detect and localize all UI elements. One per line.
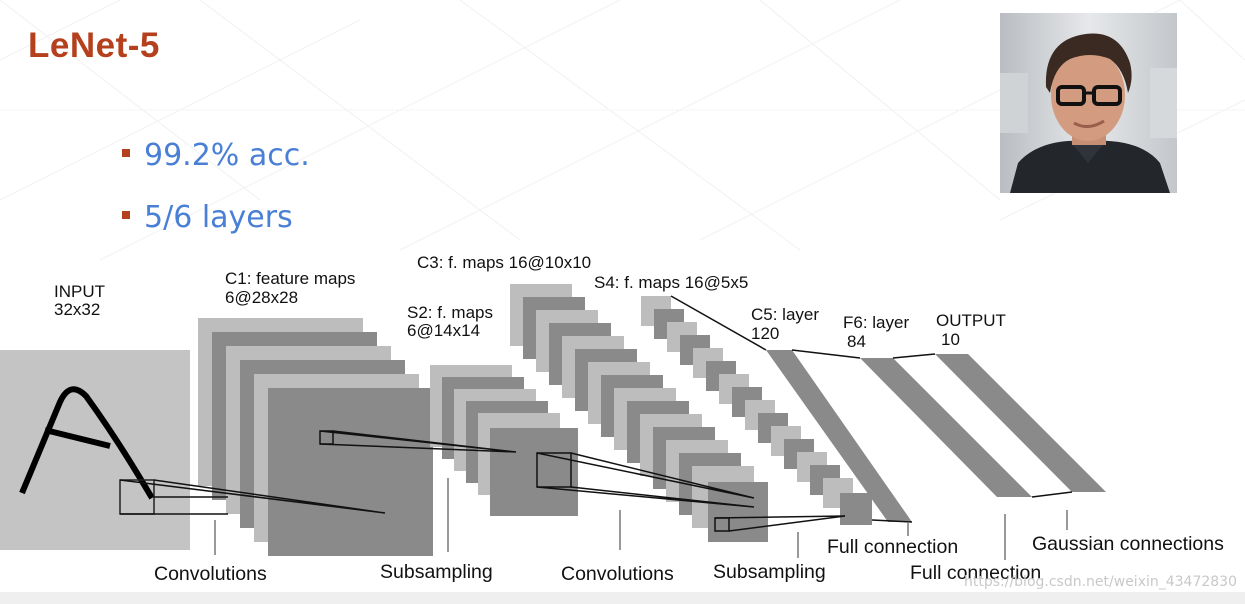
slide-title: LeNet-5 <box>28 26 160 65</box>
connection-lines <box>119 295 1073 532</box>
c3-feature-maps <box>510 284 768 542</box>
footer-band <box>0 592 1245 604</box>
op-label-convolutions-1: Convolutions <box>154 563 267 585</box>
op-label-full-connection-2: Full connection <box>910 562 1041 584</box>
s4-feature-maps <box>641 296 872 525</box>
c5-layer-bar <box>766 350 912 522</box>
layer-label-f6-size: 84 <box>847 332 866 351</box>
c1-feature-maps <box>198 318 433 556</box>
layer-label-input: INPUT <box>54 282 105 301</box>
f6-layer-bar <box>860 358 1032 497</box>
input-image <box>0 350 190 550</box>
bullet-text: 5/6 layers <box>144 200 293 235</box>
op-label-convolutions-2: Convolutions <box>561 563 674 585</box>
layer-label-c5-size: 120 <box>751 324 779 343</box>
layer-label-s2-size: 6@14x14 <box>407 321 480 340</box>
layer-label-c1-size: 6@28x28 <box>225 288 298 307</box>
caption-leaders <box>214 478 1068 560</box>
layer-label-output-size: 10 <box>941 330 960 349</box>
op-label-subsampling-1: Subsampling <box>380 561 493 583</box>
watermark: https://blog.csdn.net/weixin_43472830 <box>963 574 1237 590</box>
s2-feature-maps <box>430 365 578 516</box>
layer-label-input-size: 32x32 <box>54 300 100 319</box>
input-letter-a <box>19 386 155 500</box>
bullet-marker-icon <box>122 148 130 157</box>
layer-label-c3: C3: f. maps 16@10x10 <box>417 253 591 272</box>
output-layer-bar <box>935 354 1106 492</box>
portrait-photo <box>1000 13 1177 193</box>
bullet-text: 99.2% acc. <box>144 138 310 173</box>
bullet-item-layers: 5/6 layers <box>122 196 310 258</box>
layer-label-f6: F6: layer <box>843 313 909 332</box>
layer-label-c1: C1: feature maps <box>225 269 355 288</box>
op-label-gaussian-connections: Gaussian connections <box>1032 533 1224 555</box>
bullet-item-accuracy: 99.2% acc. <box>122 134 310 196</box>
layer-label-s4: S4: f. maps 16@5x5 <box>594 273 748 292</box>
layer-label-c5: C5: layer <box>751 305 819 324</box>
layer-label-s2: S2: f. maps <box>407 303 493 322</box>
op-label-full-connection-1: Full connection <box>827 536 958 558</box>
layer-label-output: OUTPUT <box>936 311 1006 330</box>
op-label-subsampling-2: Subsampling <box>713 561 826 583</box>
bullet-list: 99.2% acc. 5/6 layers <box>122 134 310 258</box>
bullet-marker-icon <box>122 210 130 219</box>
